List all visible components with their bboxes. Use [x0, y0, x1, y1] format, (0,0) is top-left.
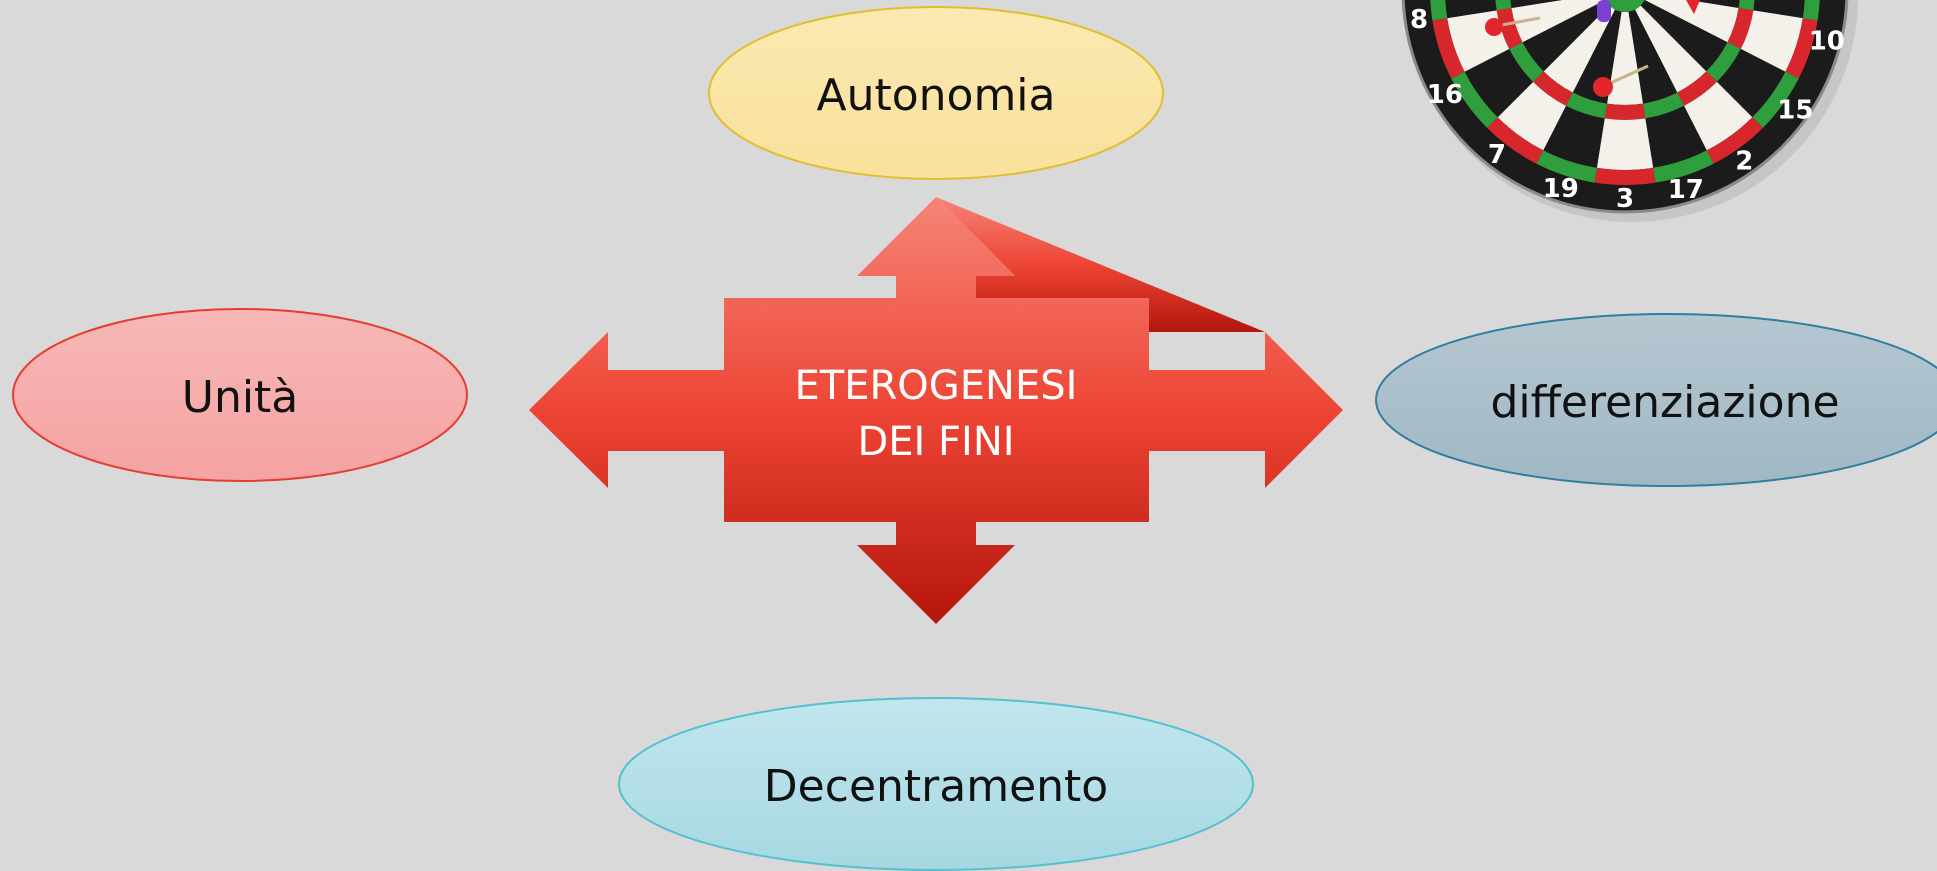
dartboard-segment [1429, 0, 1448, 21]
dartboard-bull [1603, 0, 1647, 12]
dartboard-segment [1653, 150, 1714, 183]
dartboard-number: 15 [1777, 95, 1813, 125]
dartboard-segment [1536, 150, 1597, 183]
dart-icon [1597, 0, 1700, 22]
dartboard-segment [1684, 81, 1753, 151]
node-autonomia-label: Autonomia [816, 70, 1055, 121]
dartboard-segment [1497, 81, 1566, 151]
dartboard-segment [1511, 0, 1606, 43]
dartboard-segment [1495, 0, 1512, 11]
dartboard-number: 8 [1410, 5, 1428, 35]
node-differenziazione-label: differenziazione [1490, 377, 1839, 428]
dartboard-number: 17 [1668, 175, 1704, 205]
dartboard-number: 16 [1427, 80, 1463, 110]
dartboard-segment [1753, 0, 1805, 19]
dart-icon [1593, 64, 1649, 97]
center-label-line1: ETEROGENESI [795, 363, 1078, 409]
node-unita-label: Unità [182, 372, 299, 423]
four-way-arrow-body [529, 197, 1343, 624]
dartboard-segment [1645, 105, 1707, 168]
dartboard-segment [1785, 18, 1818, 79]
dartboard-segment [1432, 18, 1465, 79]
dartboard-numbers: 816719317215106 [1410, 5, 1845, 214]
dartboard-segment [1752, 71, 1799, 128]
dartboard-segment [1451, 71, 1498, 128]
dartboard-segment [1628, 9, 1678, 104]
node-autonomia: Autonomia [708, 6, 1164, 180]
dartboard-segment [1445, 0, 1497, 19]
node-decentramento: Decentramento [618, 697, 1254, 871]
dartboard-segment [1802, 0, 1821, 21]
dartboard-segment [1716, 49, 1786, 118]
dartboard-segment [1509, 42, 1544, 82]
node-unita: Unità [12, 308, 468, 482]
dartboard-segment [1487, 117, 1544, 164]
dartboard-segment [1738, 0, 1755, 11]
dartboard-segment [1634, 5, 1707, 93]
dartboard-segment [1496, 7, 1523, 50]
dartboard-segment [1677, 71, 1717, 106]
dartboard-segment [1565, 92, 1608, 119]
dartboard-segment [1727, 7, 1754, 50]
dart-icon [1485, 16, 1541, 36]
dartboard-segment [1594, 167, 1656, 185]
dartboard-segment [1706, 117, 1763, 164]
node-differenziazione: differenziazione [1375, 313, 1937, 487]
dartboard-segment [1740, 10, 1803, 72]
dartboard-segment [1533, 71, 1573, 106]
dartboard-number: 19 [1543, 174, 1579, 204]
dartboard-segment [1464, 49, 1534, 118]
dartboard-segment [1640, 0, 1728, 72]
dartboard-segment [1522, 0, 1610, 72]
node-decentramento-label: Decentramento [764, 761, 1108, 812]
dartboard-segment [1604, 103, 1646, 120]
dartboard-segment [1543, 5, 1616, 93]
dartboard-number: 7 [1488, 140, 1506, 170]
dartboard-image: 816719317215106 [1401, 0, 1858, 222]
dartboard-segment [1706, 42, 1741, 82]
dartboard-number: 10 [1809, 26, 1845, 56]
dartboard-number: 2 [1735, 146, 1753, 176]
center-label-line2: DEI FINI [857, 419, 1014, 465]
dartboard-segment [1596, 118, 1654, 171]
dartboard-segment [1644, 0, 1739, 43]
four-way-arrow [936, 197, 1265, 332]
dartboard-number: 3 [1616, 184, 1634, 214]
dartboard-segment [1642, 92, 1685, 119]
dartboard-segment [1543, 105, 1605, 168]
